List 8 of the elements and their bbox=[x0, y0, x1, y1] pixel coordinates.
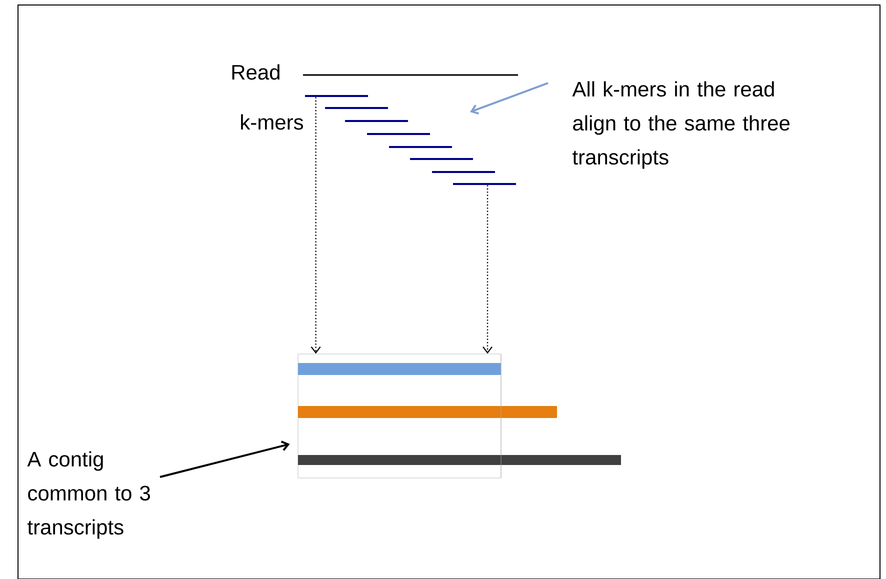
annotation-text: A contig common to 3 transcripts bbox=[27, 451, 150, 539]
label: Read bbox=[232, 64, 280, 80]
arrow bbox=[310, 97, 321, 354]
label: k-mers bbox=[241, 114, 304, 130]
arrow bbox=[160, 440, 290, 478]
annotation-text: All k-mers in the read align to the same three transcripts bbox=[572, 81, 790, 169]
arrow bbox=[470, 82, 548, 115]
arrow bbox=[482, 185, 492, 354]
